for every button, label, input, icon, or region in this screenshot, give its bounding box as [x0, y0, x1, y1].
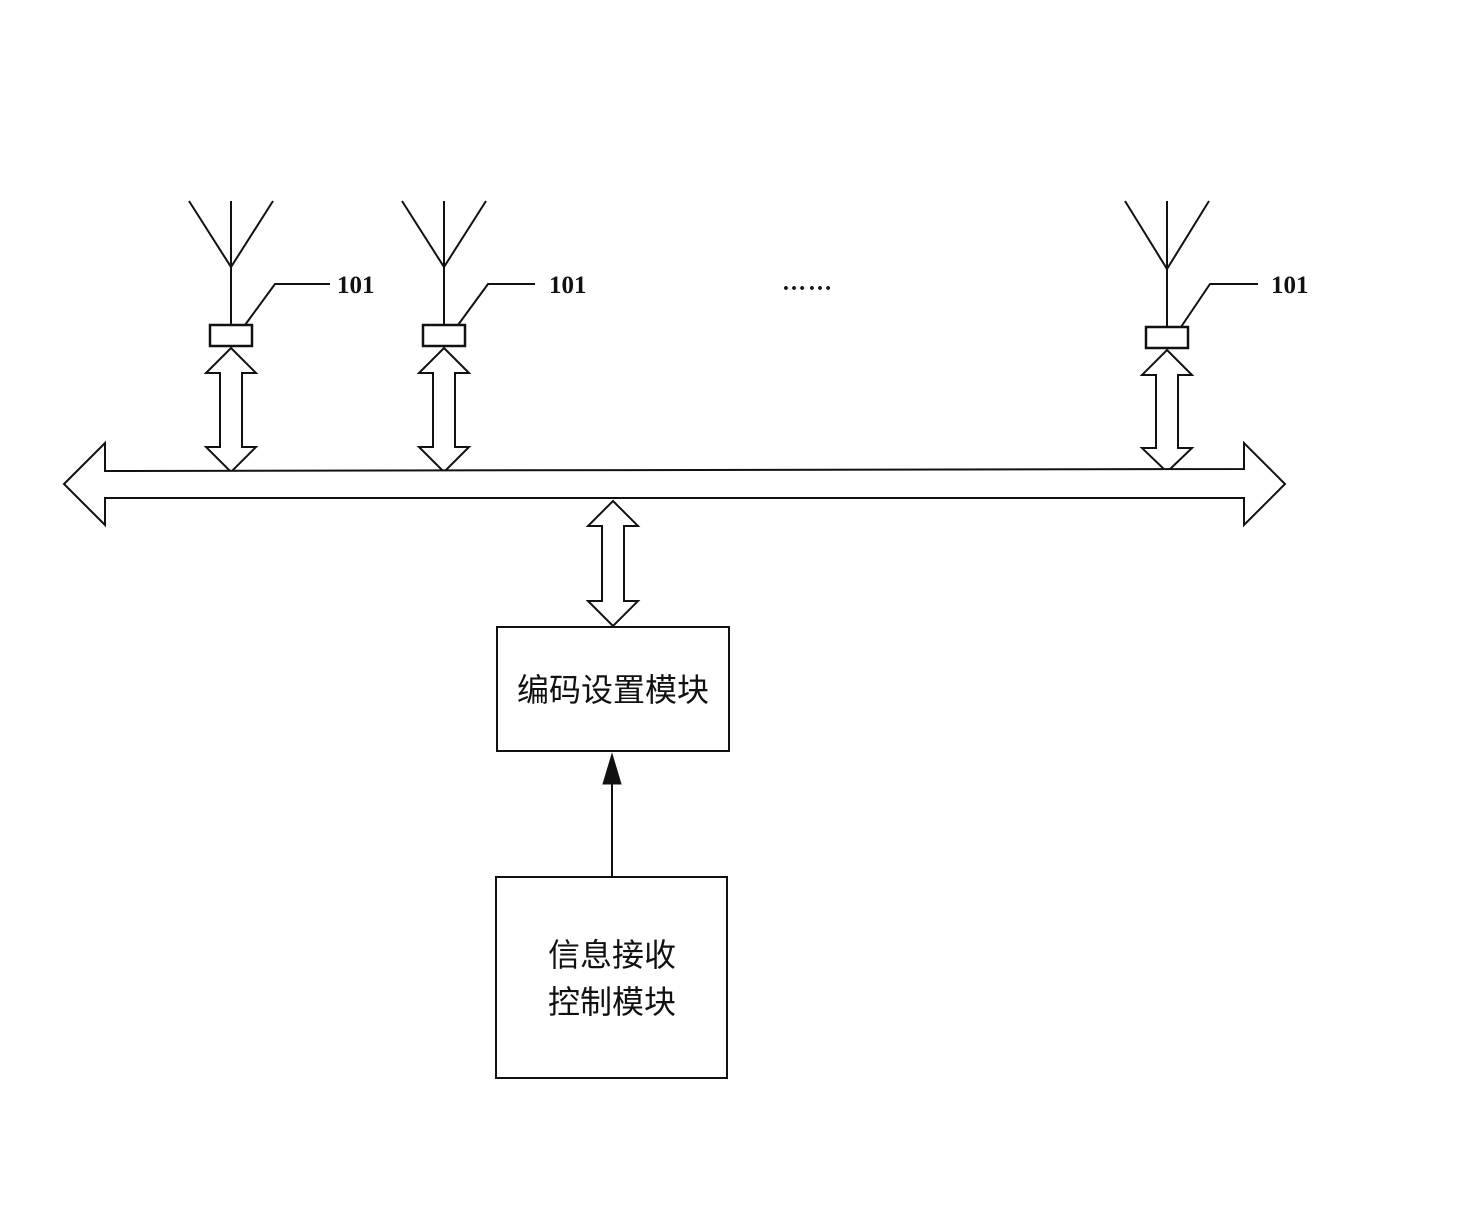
control-module-box: [495, 876, 728, 1079]
ref-label-101: 101: [549, 272, 587, 299]
control-to-encoding-arrow: [602, 752, 622, 877]
bidirectional-arrow: [203, 346, 259, 474]
leader-line: [244, 283, 330, 326]
ellipsis: ……: [782, 270, 834, 296]
antenna-icon: [188, 200, 274, 325]
bus-arrow: [62, 440, 1287, 528]
info-receive-control-module: 信息接收 控制模块: [495, 876, 728, 1079]
antenna-connector: [208, 323, 254, 348]
antenna-icon: [1124, 200, 1210, 327]
antenna-icon: [401, 200, 487, 325]
antenna-unit-2: 101: [401, 200, 587, 474]
bidirectional-arrow: [1139, 348, 1195, 474]
control-module-label-line1: 信息接收: [548, 936, 676, 974]
antenna-connector: [421, 323, 467, 348]
encoding-module-box: [496, 626, 730, 752]
leader-line: [1180, 283, 1258, 328]
arrowhead-icon: [602, 752, 622, 785]
bidirectional-arrow: [416, 346, 472, 474]
antenna-connector: [1144, 325, 1190, 350]
encoding-setting-module: 编码设置模块: [496, 626, 730, 752]
leader-line: [457, 283, 535, 326]
antenna-unit-3: 101: [1124, 200, 1309, 474]
antenna-unit-1: 101: [188, 200, 375, 474]
control-module-label-line2: 控制模块: [548, 983, 676, 1021]
bus-to-encoding-arrow: [585, 499, 641, 628]
ref-label-101: 101: [1271, 272, 1309, 299]
ref-label-101: 101: [337, 272, 375, 299]
encoding-module-label: 编码设置模块: [517, 671, 709, 709]
